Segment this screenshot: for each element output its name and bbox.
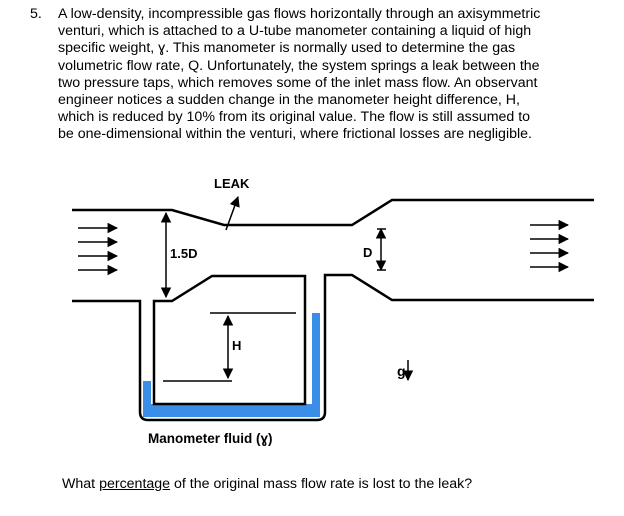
height-label: H <box>232 338 241 353</box>
fluid-level-lines <box>163 312 296 382</box>
inlet-diameter-label: 1.5D <box>170 246 197 261</box>
leak-arrow <box>225 196 240 231</box>
leak-label: LEAK <box>214 176 250 191</box>
manometer-label: Manometer fluid (ɣ) <box>148 431 273 446</box>
problem-line: engineer notices a sudden change in the … <box>58 92 520 109</box>
manometer-fluid <box>143 313 320 417</box>
problem-line: be one-dimensional within the venturi, w… <box>58 126 532 143</box>
problem-line: venturi, which is attached to a U-tube m… <box>58 23 532 40</box>
gravity-label: g <box>397 363 406 379</box>
problem-number: 5. <box>30 6 42 22</box>
problem-line: two pressure taps, which removes some of… <box>58 74 538 91</box>
problem-line: A low-density, incompressible gas flows … <box>58 6 541 22</box>
venturi-walls <box>72 198 594 422</box>
problem-line: volumetric flow rate, Q. Unfortunately, … <box>58 57 540 74</box>
problem-body: A low-density, incompressible gas flows … <box>58 6 618 144</box>
question-suffix: of the original mass flow rate is lost t… <box>170 476 473 492</box>
question-prefix: What <box>62 476 100 492</box>
venturi-top-wall <box>72 198 594 227</box>
throat-diameter-label: D <box>363 245 372 260</box>
problem-line: which is reduced by 10% from its origina… <box>58 109 531 126</box>
inlet-flow-arrows <box>78 222 119 276</box>
question-underlined-word: percentage <box>99 476 171 492</box>
question: What percentage of the original mass flo… <box>62 476 472 492</box>
manometer-inner-wall <box>152 274 307 406</box>
venturi-bottom-wall <box>72 273 594 422</box>
problem-line: specific weight, ɣ. This manometer is no… <box>58 40 516 57</box>
outlet-flow-arrows <box>530 219 570 273</box>
